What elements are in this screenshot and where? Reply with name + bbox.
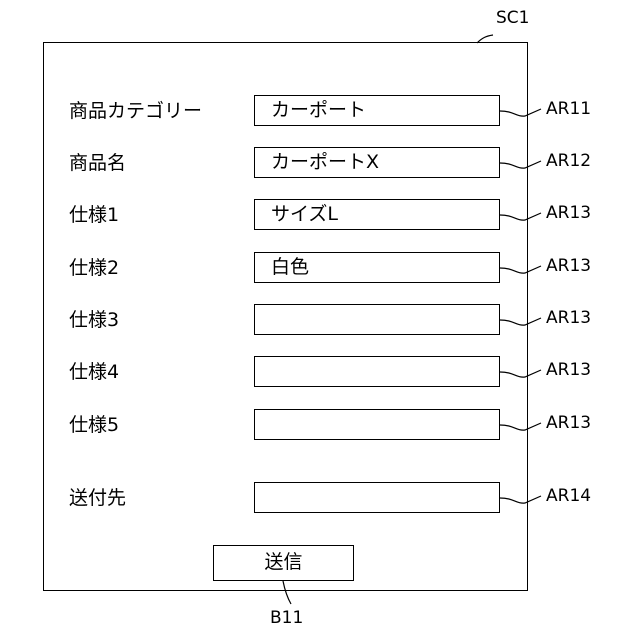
ref-label-4: AR13 [546,308,591,328]
ref-label-2: AR13 [546,203,591,223]
field-product-category[interactable]: カーポート [254,95,500,126]
ref-label-1: AR12 [546,151,591,171]
label-spec-5: 仕様5 [69,413,119,437]
ref-label-7: AR14 [546,486,591,506]
ref-label-6: AR13 [546,413,591,433]
label-spec-3: 仕様3 [69,308,119,332]
label-spec-2: 仕様2 [69,256,119,280]
field-spec-5[interactable] [254,409,500,440]
ref-label-3: AR13 [546,256,591,276]
field-product-name[interactable]: カーポートX [254,147,500,178]
label-destination: 送付先 [69,486,126,510]
field-spec-3[interactable] [254,304,500,335]
screen-ref-label: SC1 [496,8,529,28]
field-spec-2[interactable]: 白色 [254,252,500,283]
button-ref-label: B11 [270,608,303,628]
ref-label-0: AR11 [546,99,591,119]
label-spec-4: 仕様4 [69,360,119,384]
field-destination[interactable] [254,482,500,513]
label-product-name: 商品名 [69,151,126,175]
field-spec-1[interactable]: サイズL [254,199,500,230]
field-spec-4[interactable] [254,356,500,387]
label-spec-1: 仕様1 [69,203,119,227]
label-product-category: 商品カテゴリー [69,99,202,123]
send-button[interactable]: 送信 [213,545,354,581]
ref-label-5: AR13 [546,360,591,380]
